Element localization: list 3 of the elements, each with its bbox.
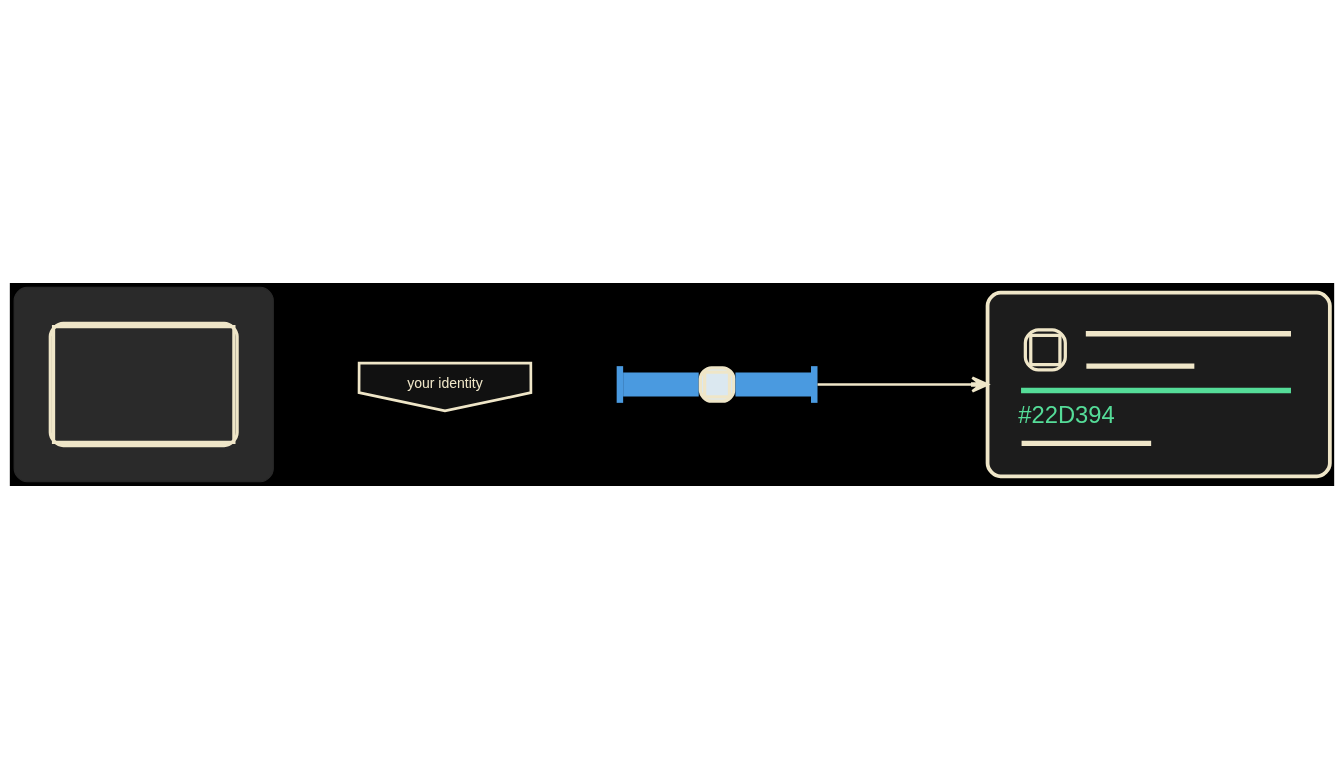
node-box: #22D394 <box>985 290 1332 478</box>
arrow <box>817 375 989 393</box>
node-picture <box>13 286 274 482</box>
